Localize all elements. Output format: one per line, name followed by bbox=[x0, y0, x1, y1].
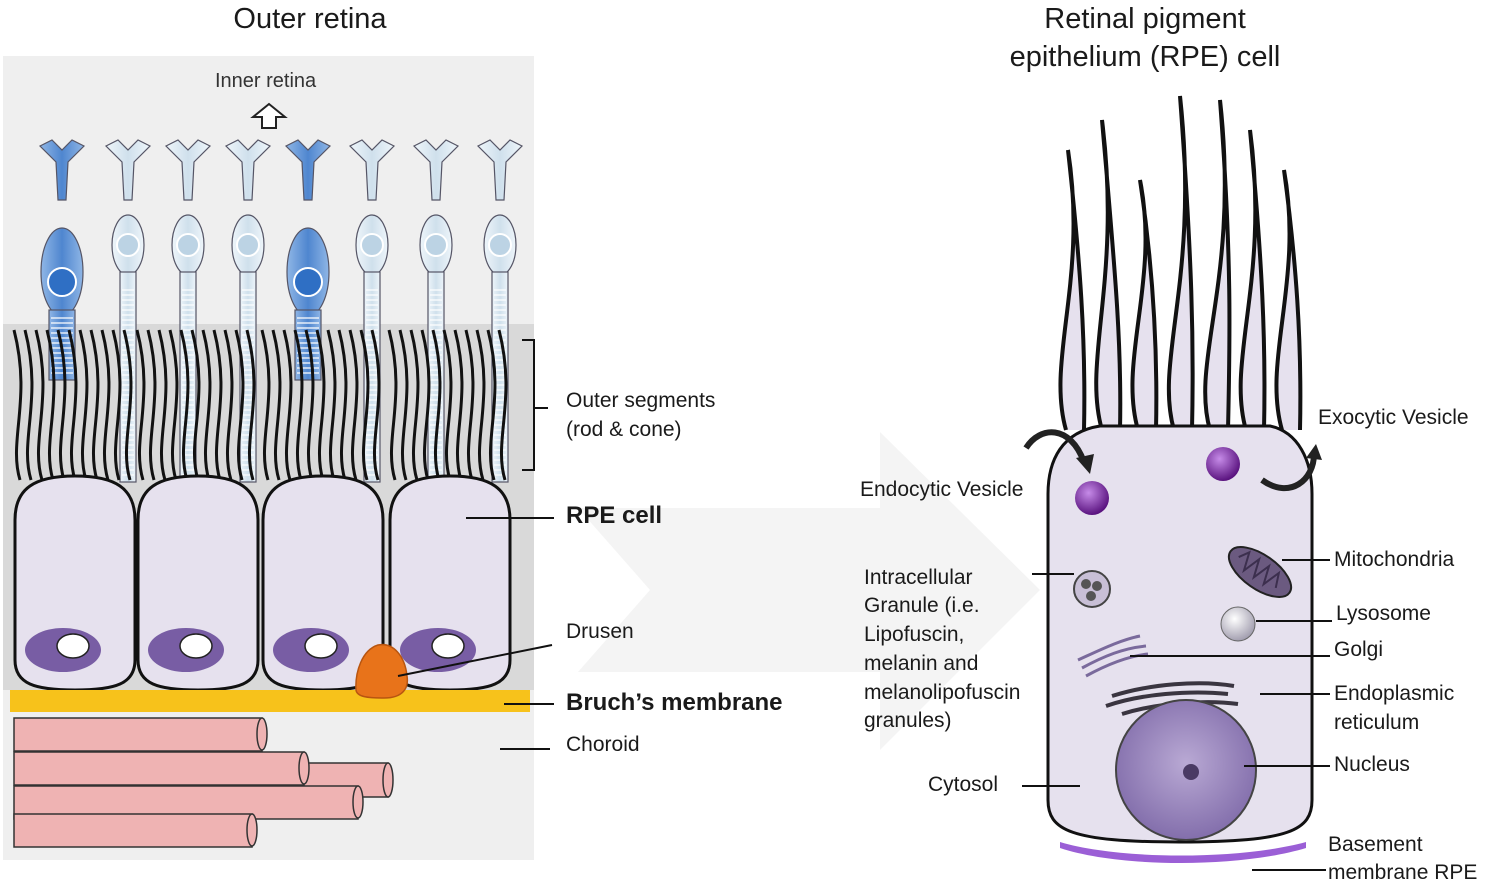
mitochondria-label: Mitochondria bbox=[1334, 548, 1455, 571]
basement-membrane-label-1: Basement bbox=[1328, 833, 1423, 856]
endocytic-vesicle-label: Endocytic Vesicle bbox=[860, 478, 1024, 501]
rpe-cell bbox=[135, 329, 260, 692]
lysosome-label: Lysosome bbox=[1336, 602, 1431, 625]
choroid-vessels bbox=[13, 717, 394, 848]
right-leader-lines bbox=[1022, 559, 1332, 871]
rod-cell bbox=[104, 139, 152, 483]
granule-label-6: granules) bbox=[864, 709, 952, 732]
exocytic-vesicle-label: Exocytic Vesicle bbox=[1318, 406, 1469, 429]
rpe-title-line2: epithelium (RPE) cell bbox=[1009, 41, 1281, 73]
cytosol-label: Cytosol bbox=[928, 773, 999, 796]
up-arrow-icon bbox=[250, 102, 288, 129]
microvillus bbox=[1058, 149, 1087, 431]
cone-cell bbox=[284, 139, 332, 381]
microvillus bbox=[1130, 179, 1159, 431]
golgi bbox=[1077, 634, 1149, 678]
granule-label-2: Granule (i.e. bbox=[864, 594, 980, 617]
granule-label-3: Lipofuscin, bbox=[864, 623, 965, 646]
rpe-cell bbox=[260, 329, 385, 692]
left-leader-lines bbox=[397, 339, 554, 750]
microvillus bbox=[1238, 129, 1267, 431]
basement-membrane-label-2: membrane RPE bbox=[1328, 861, 1478, 884]
nucleus-label: Nucleus bbox=[1334, 753, 1410, 776]
microvilli bbox=[1058, 95, 1303, 431]
basement-membrane bbox=[1060, 842, 1306, 863]
golgi-label: Golgi bbox=[1334, 638, 1384, 661]
microvillus bbox=[1203, 99, 1232, 431]
rpe-cell bbox=[12, 329, 137, 692]
bruchs-membrane bbox=[10, 690, 530, 712]
rpe-cell-label: RPE cell bbox=[566, 502, 663, 529]
microvillus bbox=[1094, 119, 1123, 431]
granule-label-1: Intracellular bbox=[864, 566, 973, 589]
transition-arrow bbox=[578, 432, 1040, 750]
endocytosis-arrow-icon bbox=[1023, 429, 1087, 464]
granule-label-5: melanolipofuscin bbox=[864, 681, 1021, 704]
exocytosis-arrow-icon bbox=[1260, 453, 1317, 492]
bruchs-membrane-label: Bruch’s membrane bbox=[566, 689, 783, 716]
outer-segments-label: Outer segments bbox=[566, 389, 716, 412]
outer-segments-sublabel: (rod & cone) bbox=[566, 418, 682, 441]
microvillus bbox=[1274, 169, 1303, 431]
drusen-label: Drusen bbox=[566, 620, 634, 643]
granule-label-4: melanin and bbox=[864, 652, 979, 675]
rpe-title-line1: Retinal pigment bbox=[1044, 3, 1246, 35]
choroid-label: Choroid bbox=[566, 733, 640, 756]
endocytic-vesicle bbox=[1075, 481, 1109, 515]
er-label-2: reticulum bbox=[1334, 711, 1420, 734]
lysosome bbox=[1220, 606, 1256, 642]
rpe-cell bbox=[387, 329, 512, 692]
intracellular-granule bbox=[1073, 570, 1111, 608]
mitochondrion bbox=[1227, 546, 1293, 598]
rpe-cells-left bbox=[12, 329, 512, 692]
outer-retina-title: Outer retina bbox=[233, 3, 387, 35]
er-label-1: Endoplasmic bbox=[1334, 682, 1455, 705]
exocytic-vesicle bbox=[1206, 447, 1240, 481]
microvillus bbox=[1166, 95, 1195, 431]
drusen bbox=[355, 643, 409, 699]
inner-retina-label: Inner retina bbox=[215, 70, 317, 92]
cone-cell bbox=[38, 139, 86, 381]
